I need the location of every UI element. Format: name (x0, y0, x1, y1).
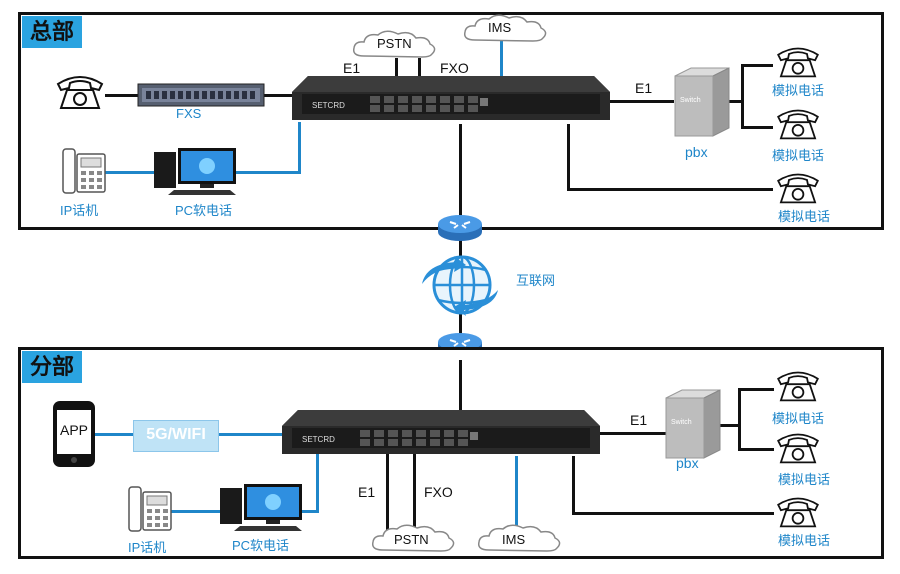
hq-pstn-cloud-icon (352, 30, 436, 58)
branch-gateway-device: SETCRD (282, 410, 600, 454)
branch-pbx-switch-icon: Switch (665, 389, 721, 459)
branch-app-label: APP (60, 422, 89, 438)
hq-analog-1-label: 模拟电话 (772, 83, 825, 98)
branch-line-e1-down (386, 452, 389, 532)
hq-panel (18, 12, 884, 230)
branch-ip-phone-icon (128, 486, 172, 532)
branch-pbx-label: pbx (676, 455, 699, 471)
svg-text:SETCRD: SETCRD (302, 435, 335, 444)
branch-analog-3-label: 模拟电话 (778, 533, 831, 548)
hq-pbx-label: pbx (685, 144, 708, 160)
branch-analog-1-label: 模拟电话 (772, 411, 825, 426)
hq-line-fxs-gw (262, 94, 292, 97)
hq-line-ip-pc (105, 171, 155, 174)
branch-pc-label: PC软电话 (232, 538, 290, 553)
branch-line-wifi-gw (216, 433, 282, 436)
hq-analog-phone-3-icon (777, 173, 819, 204)
branch-line-ims-down (515, 456, 518, 528)
hq-analog-2-label: 模拟电话 (772, 148, 825, 163)
svg-text:Switch: Switch (680, 97, 701, 104)
branch-line-bus (738, 388, 741, 450)
branch-analog-2-label: 模拟电话 (778, 472, 831, 487)
hq-ims-label: IMS (488, 20, 512, 35)
hq-analog-phone-2-icon (777, 109, 819, 140)
branch-analog-phone-1-icon (777, 371, 819, 402)
hq-title: 总部 (22, 16, 83, 48)
hq-ip-phone-label: IP话机 (60, 203, 99, 218)
svg-text:Switch: Switch (671, 419, 692, 426)
hq-line-pc-gw-v (298, 122, 301, 174)
hq-fxo-label: FXO (440, 60, 469, 76)
hq-line-bus-top (741, 64, 773, 67)
hq-pc-label: PC软电话 (175, 203, 233, 218)
branch-line-gw-internet (459, 360, 462, 412)
hq-analog-phone-icon (56, 76, 104, 109)
hq-line-gw-internet (459, 124, 462, 220)
hq-fxs-label: FXS (176, 106, 202, 121)
branch-line-bus-top (738, 388, 774, 391)
branch-wifi-box: 5G/WIFI (133, 420, 219, 452)
hq-line-gw-pbx (608, 100, 674, 103)
branch-fxo-label: FXO (424, 484, 453, 500)
hq-line-bus-bot (741, 126, 773, 129)
hq-pstn-label: PSTN (377, 36, 412, 51)
branch-pc-icon (220, 484, 302, 531)
branch-line-fxo-down (413, 452, 416, 532)
hq-pbx-switch-icon: Switch (674, 67, 730, 137)
router-top-icon (438, 215, 482, 241)
branch-title: 分部 (22, 351, 83, 383)
branch-line-gw-analog3 (572, 512, 774, 515)
branch-line-gw-down (572, 456, 575, 514)
svg-text:SETCRD: SETCRD (312, 101, 345, 110)
hq-line-ims-up (500, 38, 503, 76)
hq-line-phone-fxs (105, 94, 140, 97)
hq-pc-icon (154, 148, 236, 195)
branch-line-pbx-bus (720, 424, 740, 427)
hq-e1-pbx-label: E1 (635, 80, 653, 96)
internet-globe-icon (422, 255, 498, 316)
branch-app-phone-icon (53, 401, 95, 467)
branch-analog-phone-3-icon (777, 497, 819, 528)
branch-e1-pbx-label: E1 (630, 412, 648, 428)
hq-e1-label: E1 (343, 60, 361, 76)
branch-line-bus-bot (738, 448, 774, 451)
hq-fxs-device (137, 83, 265, 107)
hq-line-gw-down (567, 124, 570, 190)
hq-line-gw-analog3 (567, 188, 773, 191)
hq-ip-phone-icon (62, 148, 106, 194)
hq-ims-cloud-icon (463, 14, 547, 42)
branch-line-app-wifi (95, 433, 135, 436)
branch-line-gw-pbx (600, 432, 666, 435)
branch-e1-label: E1 (358, 484, 376, 500)
hq-line-pc-gw-h (236, 171, 300, 174)
hq-gateway-device: SETCRD (292, 76, 610, 120)
branch-line-pc-gw-h (300, 510, 318, 513)
branch-pstn-cloud-icon (371, 524, 455, 552)
branch-ims-label: IMS (502, 532, 526, 547)
hq-line-fxo-up (418, 58, 421, 78)
branch-line-ip-pc (170, 510, 222, 513)
hq-line-bus (741, 64, 744, 128)
hq-line-pbx-bus (728, 100, 742, 103)
branch-analog-phone-2-icon (777, 433, 819, 464)
branch-pstn-label: PSTN (394, 532, 429, 547)
hq-line-e1-up (395, 58, 398, 78)
hq-analog-phone-1-icon (777, 47, 819, 78)
internet-label: 互联网 (516, 273, 556, 288)
branch-ims-cloud-icon (477, 524, 561, 552)
branch-ip-phone-label: IP话机 (128, 540, 167, 555)
branch-line-pc-gw-v (316, 452, 319, 513)
hq-analog-3-label: 模拟电话 (778, 209, 831, 224)
